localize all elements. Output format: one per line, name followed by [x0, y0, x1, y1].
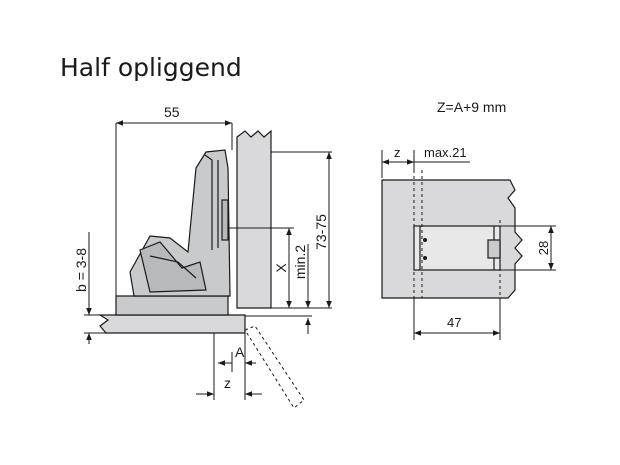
- dim-b-3-8: b = 3-8: [73, 248, 89, 292]
- dim-a: A: [235, 344, 245, 360]
- screw-hole-top: [423, 238, 427, 242]
- hinge-cup: [115, 295, 229, 316]
- page-title: Half opliggend: [60, 53, 242, 82]
- plan-dim-47: 47: [447, 315, 461, 330]
- dim-x: X: [273, 263, 289, 273]
- plan-dim-28: 28: [536, 241, 551, 255]
- plan-view: Z=A+9 mm z max.21 28 47: [381, 99, 556, 340]
- dim-z: z: [224, 375, 231, 391]
- dim-min-2: min.2: [292, 245, 308, 279]
- dim-height-73-75: 73-75: [313, 214, 329, 250]
- door-open-outline: [244, 325, 305, 409]
- door-panel: [97, 314, 246, 334]
- formula-label: Z=A+9 mm: [437, 99, 506, 115]
- screw-hole-bottom: [423, 256, 427, 260]
- hinge-mount-plate: [221, 199, 229, 241]
- plan-hinge-cup: [487, 239, 501, 259]
- hinge-arm-detail: [139, 241, 207, 293]
- cabinet-side-panel: [236, 129, 272, 309]
- side-view: 55 73-75 X min.2 b = 3-8 A z: [73, 104, 332, 409]
- plan-dim-z: z: [394, 145, 401, 160]
- plan-dim-max-21: max.21: [424, 145, 467, 160]
- plan-hinge-plate: [413, 225, 501, 271]
- dim-width-55: 55: [164, 104, 180, 120]
